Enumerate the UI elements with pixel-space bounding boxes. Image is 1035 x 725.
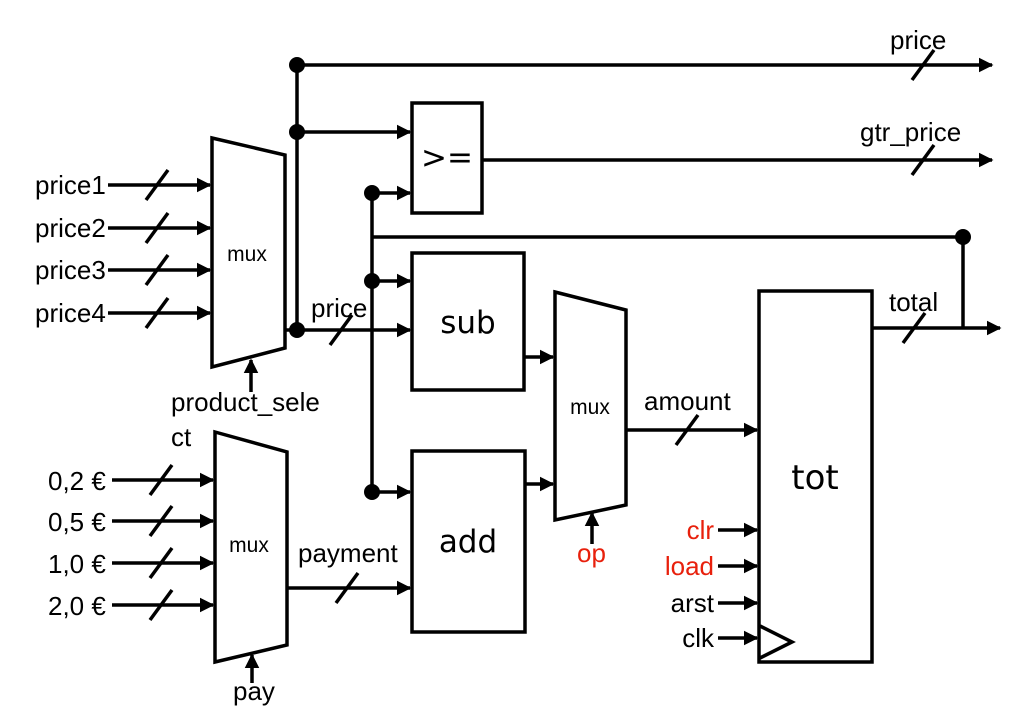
payment-label: payment [298, 538, 398, 568]
total-label: total [889, 287, 938, 317]
tot-register-block [757, 289, 874, 664]
price-internal-label: price [311, 293, 367, 323]
price-mux-block [210, 135, 287, 370]
arst-label: arst [671, 588, 715, 618]
load-label: load [665, 551, 714, 581]
payment-wire [288, 571, 412, 605]
coin-0-2-label: 0,2 € [48, 466, 106, 496]
register-control-wires [718, 522, 759, 646]
product-select-label-1: product_sele [171, 387, 320, 417]
clock-triangle-icon [759, 624, 796, 660]
price2-label: price2 [35, 213, 106, 243]
coin-0-5-label: 0,5 € [48, 507, 106, 537]
op-mux-block [553, 289, 628, 523]
clk-label: clk [682, 623, 715, 653]
coin-input-wires [112, 463, 215, 622]
sub-block [410, 251, 526, 392]
coin-mux-label: mux [229, 534, 269, 557]
coin-2-0-label: 2,0 € [48, 591, 106, 621]
clr-label: clr [687, 515, 715, 545]
op-mux-label: mux [570, 396, 610, 419]
amount-label: amount [644, 386, 731, 416]
price-bus [286, 48, 994, 347]
total-output-wire [873, 311, 1002, 345]
tot-register-label: tot [791, 458, 838, 498]
product-select-label-2: ct [171, 422, 192, 452]
amount-wire [627, 413, 759, 447]
total-feedback-bus [364, 185, 971, 500]
gtr-price-label: gtr_price [860, 117, 961, 147]
coin-1-0-label: 1,0 € [48, 549, 106, 579]
gtr-price-output [483, 143, 994, 177]
price-output-label: price [890, 25, 946, 55]
compare-label: >= [421, 140, 473, 176]
price4-label: price4 [35, 298, 106, 328]
pay-label: pay [233, 676, 275, 706]
add-block [410, 449, 527, 634]
op-label: op [577, 538, 606, 568]
price1-label: price1 [35, 170, 106, 200]
price-input-wires [108, 168, 212, 330]
coin-mux-block [213, 429, 289, 665]
sub-label: sub [440, 305, 495, 341]
compare-block [410, 101, 484, 215]
price3-label: price3 [35, 255, 106, 285]
price-mux-label: mux [227, 243, 267, 266]
add-label: add [439, 524, 497, 560]
